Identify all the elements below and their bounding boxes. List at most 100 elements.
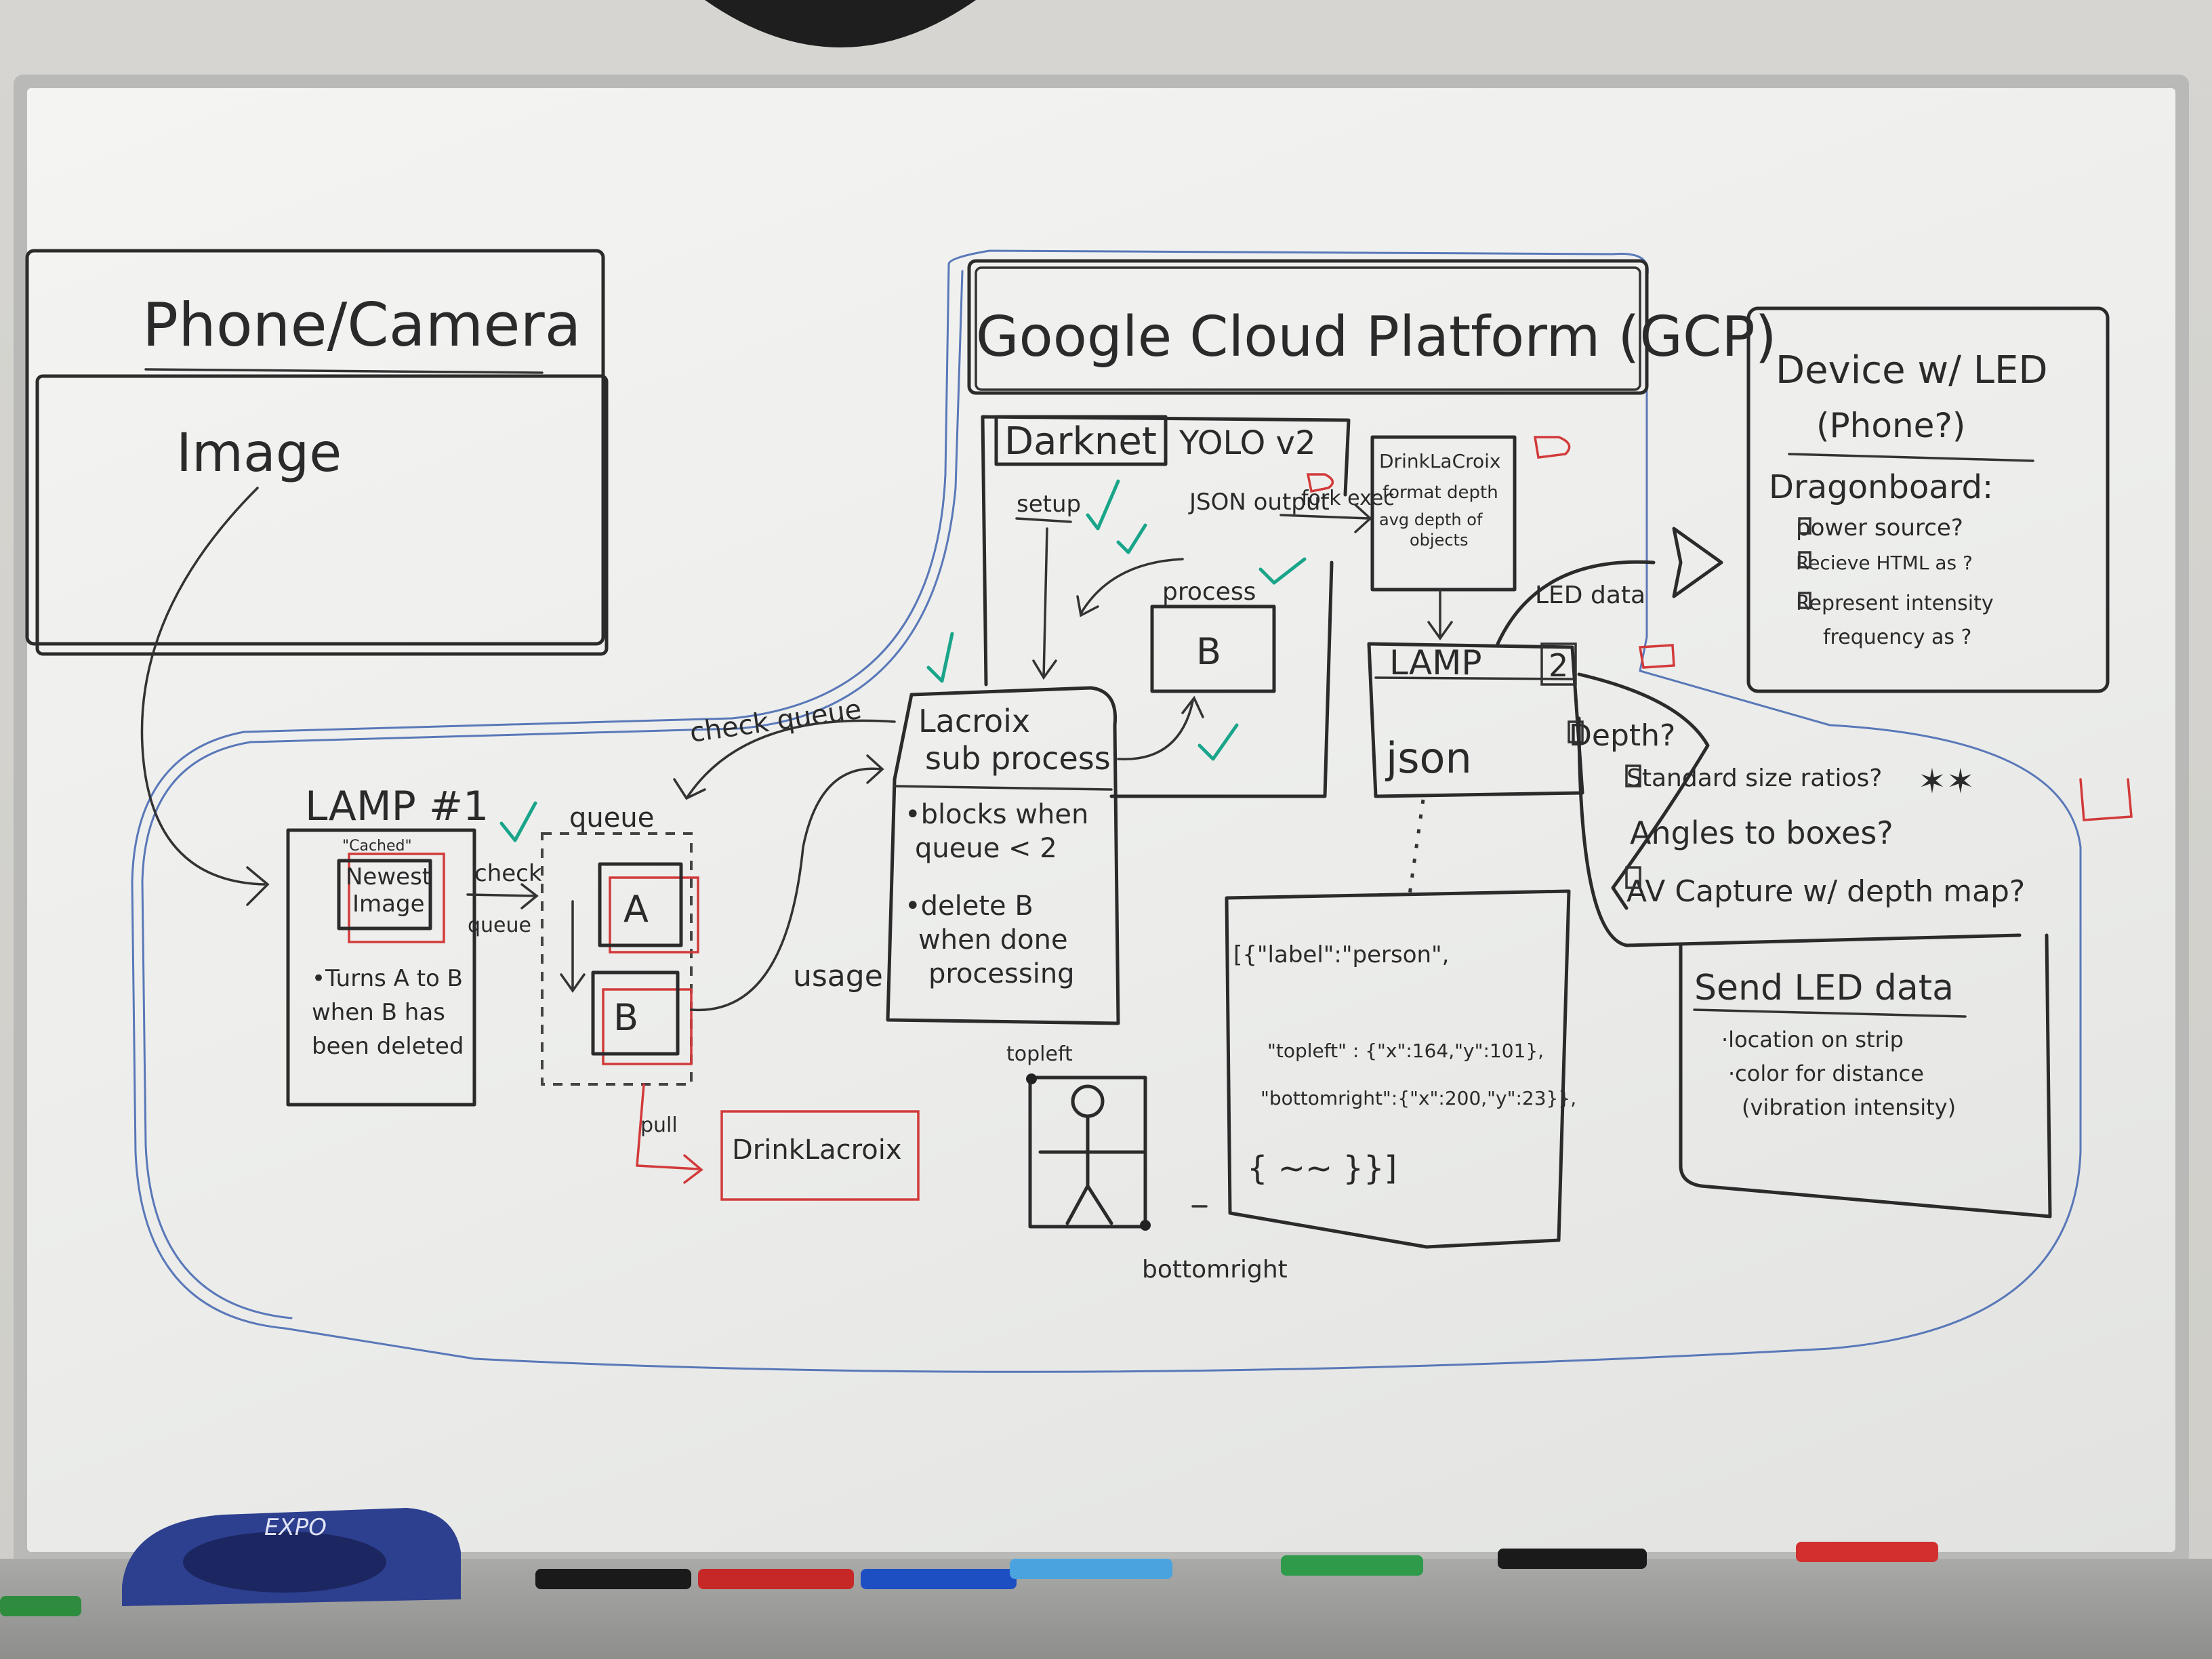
marker-black-icon (535, 1569, 691, 1589)
phone-camera-title: Phone/Camera (142, 290, 581, 360)
image-small-label: Image (352, 890, 424, 918)
device-subtitle: (Phone?) (1816, 406, 1965, 445)
lamp1-region: LAMP #1 "Cached" Newest Image check queu… (288, 783, 542, 1105)
queue-down-arrow (561, 901, 584, 991)
gcp-box: Google Cloud Platform (GCP) (969, 261, 1777, 393)
format-to-lamp2-arrow (1429, 590, 1452, 638)
check-icon (1200, 725, 1237, 759)
drinklacroix-line3: avg depth of (1379, 510, 1483, 529)
process-label: process (1162, 578, 1256, 606)
gcp-title: Google Cloud Platform (GCP) (976, 305, 1777, 369)
stick-figure-icon (1040, 1116, 1145, 1223)
bottomright-point-icon (1140, 1220, 1151, 1231)
device-item-html: Recieve HTML as ? (1796, 552, 1973, 574)
lacroix-to-process-arrow (1118, 698, 1203, 759)
queue-dashed-box (542, 834, 691, 1084)
topleft-point-icon (1026, 1073, 1037, 1084)
pull-label: pull (640, 1113, 678, 1137)
drinklacroix-line4: objects (1410, 531, 1468, 550)
marker-red-icon (1796, 1542, 1938, 1562)
darknet-region: Darknet YOLO v2 setup JSON output fork e… (983, 417, 1395, 796)
lacroix-bullet2b: when done (918, 924, 1068, 956)
lacroix-title1: Lacroix (918, 703, 1030, 739)
device-item-frequency: frequency as ? (1823, 626, 1971, 649)
image-to-lamp1-arrow (142, 488, 264, 884)
check-label: check (474, 860, 542, 887)
topleft-label: topleft (1006, 1042, 1073, 1066)
check-icon (1261, 559, 1305, 583)
lacroix-bullet2a: •delete B (905, 890, 1033, 922)
device-title: Device w/ LED (1776, 348, 2048, 392)
lacroix-bullet1b: queue < 2 (915, 833, 1057, 864)
check-icon (501, 803, 535, 840)
json-line1: [{"label":"person", (1233, 941, 1449, 968)
marker-black-icon (1498, 1549, 1647, 1569)
queue-arrow-label: queue (468, 914, 531, 937)
lacroix-bullet2c: processing (928, 958, 1075, 989)
clock-icon (705, 0, 976, 47)
lamp1-note3: been deleted (312, 1033, 464, 1060)
json-line3: "bottomright":{"x":200,"y":23}}, (1261, 1087, 1576, 1109)
lamp1-title: LAMP #1 (305, 783, 489, 830)
lamp2-item-depth: Depth? (1569, 718, 1675, 753)
red-checkbox-icon (2081, 779, 2131, 820)
phone-camera-box: Phone/Camera Image (27, 251, 607, 654)
queue-a-label: A (623, 888, 649, 930)
queue-region: queue A B pull DrinkLacroix (542, 802, 918, 1200)
send-led-line1: ·location on strip (1721, 1027, 1904, 1052)
usage-label: usage (793, 959, 883, 994)
send-led-title: Send LED data (1694, 968, 1954, 1008)
lamp2-num: 2 (1549, 647, 1568, 684)
send-led-line2: ·color for distance (1728, 1061, 1924, 1086)
json-output-box: [{"label":"person", "topleft" : {"x":164… (1193, 891, 1576, 1247)
marker-green-icon (0, 1596, 81, 1616)
marker-lightblue-icon (1010, 1559, 1172, 1579)
bottomright-label: bottomright (1142, 1256, 1288, 1284)
setup-label: setup (1017, 491, 1081, 518)
drinklacroix-red-label: DrinkLacroix (732, 1134, 902, 1166)
eraser: EXPO (122, 1508, 461, 1606)
send-led-line3: (vibration intensity) (1742, 1094, 1956, 1120)
device-led-box: Device w/ LED (Phone?) Dragonboard: powe… (1748, 308, 2108, 691)
send-led-data-box: Send LED data ·location on strip ·color … (1681, 935, 2050, 1216)
dragonboard-label: Dragonboard: (1769, 468, 1993, 506)
json-line4: { ~~ }}] (1247, 1149, 1397, 1187)
drinklacroix-line2: format depth (1382, 483, 1498, 503)
lacroix-title2: sub process (925, 740, 1111, 777)
drinklacroix-line1: DrinkLaCroix (1379, 450, 1501, 472)
process-b-label: B (1196, 630, 1221, 673)
lamp2-json-label: json (1385, 733, 1472, 783)
lamp1-note2: when B has (312, 999, 445, 1026)
image-label: Image (176, 423, 342, 484)
device-item-power: power source? (1796, 514, 1963, 541)
yolo-label: YOLO v2 (1179, 424, 1316, 462)
newest-label: Newest (346, 863, 431, 890)
lacroix-bullet1a: •blocks when (905, 799, 1088, 830)
eraser-brand: EXPO (264, 1514, 327, 1541)
check-queue-arrow (468, 884, 537, 908)
json-line2: "topleft" : {"x":164,"y":101}, (1267, 1040, 1544, 1062)
lamp2-region: LAMP 2 json Depth? Standard size ratios?… (1369, 643, 2025, 945)
lamp2-item-angles: Angles to boxes? (1630, 815, 1893, 851)
darknet-label: Darknet (1004, 419, 1157, 464)
check-icon (928, 634, 952, 681)
queue-title: queue (569, 802, 654, 834)
star-icon: ✶✶ (1918, 762, 1975, 801)
json-dotted-connector (1410, 800, 1423, 895)
setup-arrow (1033, 529, 1056, 678)
device-item-intensity: Represent intensity (1796, 592, 1994, 615)
red-checkbox-icon (1308, 474, 1332, 491)
lamp2-item-avcapture: AV Capture w/ depth map? (1626, 874, 2025, 909)
person-bounding-box: topleft bottomright (1006, 1042, 1288, 1284)
cached-label: "Cached" (342, 838, 412, 855)
marker-blue-icon (861, 1569, 1017, 1589)
lamp2-title: LAMP (1389, 643, 1482, 682)
led-data-label: LED data (1535, 581, 1645, 609)
marker-red-icon (698, 1569, 854, 1589)
marker-green-icon (1281, 1555, 1423, 1576)
lamp1-note1: •Turns A to B (312, 965, 463, 992)
lamp2-item-ratios: Standard size ratios? (1626, 764, 1882, 792)
check-icon (1118, 525, 1145, 552)
queue-b-label: B (613, 996, 638, 1039)
